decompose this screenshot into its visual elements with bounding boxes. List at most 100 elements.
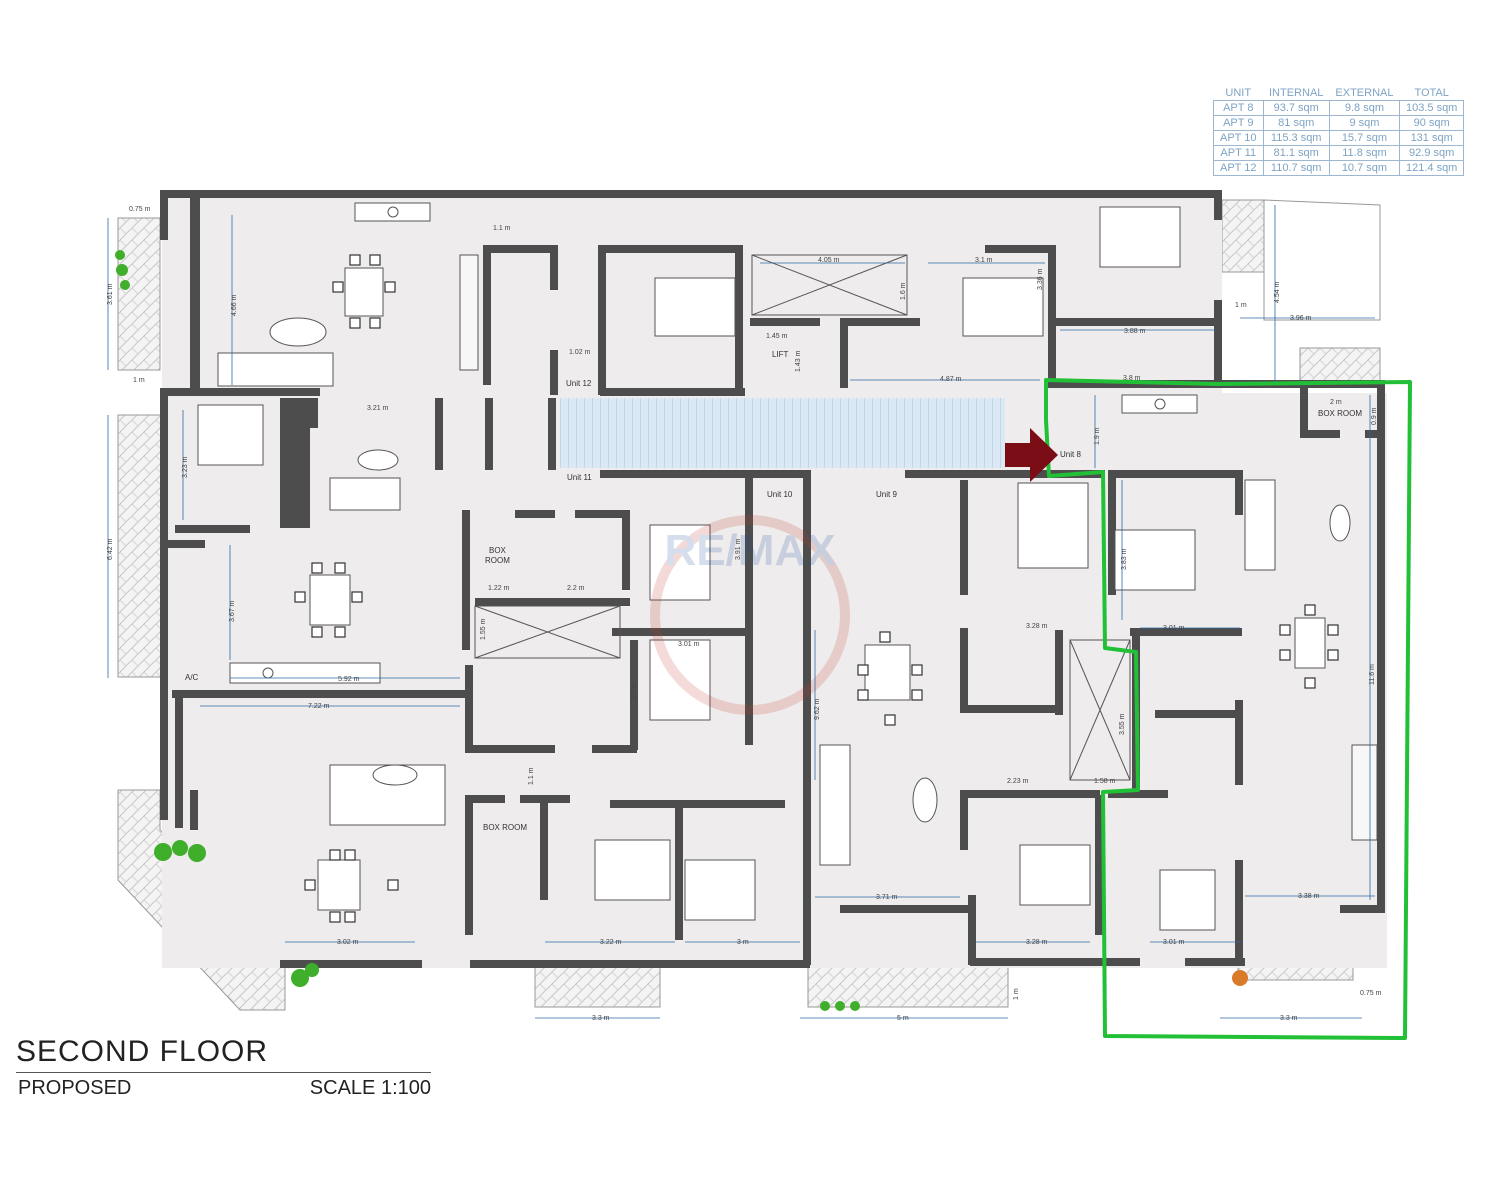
- label-unit-9: Unit 9: [876, 490, 897, 499]
- dim-text: 3.01 m: [678, 641, 700, 648]
- label-lift: LIFT: [772, 350, 789, 359]
- dim-text: 1.9 m: [1094, 427, 1101, 445]
- col-total: TOTAL: [1414, 87, 1449, 99]
- lift-shafts: [474, 254, 1131, 781]
- cell: APT 8: [1213, 100, 1264, 116]
- cell: 110.7 sqm: [1262, 160, 1330, 176]
- dim-text: 1.1 m: [528, 767, 535, 785]
- watermark: RE/MAX: [650, 515, 850, 715]
- dim-text: 9.62 m: [814, 698, 821, 720]
- label-ac: A/C: [185, 673, 199, 682]
- dim-text: 3.8 m: [1123, 375, 1141, 382]
- dim-text: 4.87 m: [940, 376, 962, 383]
- label-box-room-unit11-b: ROOM: [485, 556, 510, 565]
- entry-arrow: [1005, 428, 1058, 482]
- drawing-scale: SCALE 1:100: [309, 1077, 431, 1099]
- label-box-room-unit11-a: BOX: [489, 546, 507, 555]
- dim-text: 1.45 m: [766, 333, 788, 340]
- dim-text: 1.22 m: [488, 585, 510, 592]
- dim-text: 0.75 m: [1360, 990, 1382, 997]
- col-unit: UNIT: [1225, 87, 1252, 99]
- dim-text: 4.54 m: [1274, 281, 1281, 303]
- dim-text: 0.75 m: [129, 206, 151, 213]
- dim-text: 1 m: [133, 377, 145, 384]
- furniture: [197, 202, 1378, 931]
- dim-text: 3.38 m: [1298, 893, 1320, 900]
- dimension-text: 0.75 m 1 m 1.1 m 4.05 m 3.1 m 1 m 3.96 m…: [107, 206, 1382, 1022]
- watermark-text: RE/MAX: [664, 526, 835, 575]
- cell: 10.7 sqm: [1328, 160, 1400, 176]
- dim-text: 3.3 m: [592, 1015, 610, 1022]
- dim-text: 3.1 m: [975, 257, 993, 264]
- dim-text: 3.3 m: [1280, 1015, 1298, 1022]
- dim-text: 1.58 m: [1094, 778, 1116, 785]
- col-external: EXTERNAL: [1335, 87, 1394, 99]
- area-table-header: UNIT INTERNAL EXTERNAL TOTAL: [1214, 86, 1464, 101]
- dim-text: 4.05 m: [818, 257, 840, 264]
- dim-text: 3.02 m: [337, 939, 359, 946]
- dim-text: 1 m: [1235, 302, 1247, 309]
- label-unit-12: Unit 12: [566, 379, 592, 388]
- dim-text: 5 m: [897, 1015, 909, 1022]
- drawing-title: SECOND FLOOR: [16, 1032, 431, 1073]
- cell: 93.7 sqm: [1262, 100, 1330, 116]
- label-box-room-unit10: BOX ROOM: [483, 823, 527, 832]
- dim-text: 3 m: [737, 939, 749, 946]
- dim-text: 4.66 m: [231, 294, 238, 316]
- dim-text: 0.9 m: [1371, 407, 1378, 425]
- dim-text: 3.01 m: [1163, 625, 1185, 632]
- dining-chairs: [294, 254, 1339, 923]
- label-box-room-unit8: BOX ROOM: [1318, 409, 1362, 418]
- dim-text: 1.55 m: [480, 618, 487, 640]
- dim-text: 1.6 m: [900, 282, 907, 300]
- label-unit-10: Unit 10: [767, 490, 793, 499]
- title-block: SECOND FLOOR PROPOSED SCALE 1:100: [16, 1032, 431, 1101]
- dim-text: 3.55 m: [1119, 713, 1126, 735]
- dim-text: 3.61 m: [107, 283, 114, 305]
- label-unit-11: Unit 11: [567, 473, 592, 482]
- drawing-subtitle-row: PROPOSED SCALE 1:100: [16, 1073, 431, 1101]
- dim-text: 1.02 m: [569, 349, 591, 356]
- dim-text: 2.7 m: [631, 682, 638, 700]
- plants: [115, 250, 1248, 1011]
- unit-8-highlight: [1044, 378, 1412, 1040]
- drawing-status: PROPOSED: [18, 1077, 132, 1099]
- dim-text: 5.92 m: [338, 676, 360, 683]
- dimension-lines: [107, 205, 1375, 1019]
- walls: [160, 190, 1385, 968]
- dim-text: 3.21 m: [367, 405, 389, 412]
- dim-text: 3.23 m: [182, 456, 189, 478]
- cell: 121.4 sqm: [1398, 160, 1465, 176]
- dim-text: 6.42 m: [107, 538, 114, 560]
- dim-text: 3.67 m: [229, 600, 236, 622]
- dim-text: 1.43 m: [795, 350, 802, 372]
- dim-text: 3.01 m: [1163, 939, 1185, 946]
- dim-text: 3.91 m: [735, 538, 742, 560]
- dim-text: 3.83 m: [1121, 548, 1128, 570]
- cell: 9 sqm: [1328, 115, 1400, 131]
- dim-text: 3.96 m: [1290, 315, 1312, 322]
- cell: 81 sqm: [1262, 115, 1330, 131]
- dim-text: 3.88 m: [1124, 328, 1146, 335]
- label-unit-8: Unit 8: [1060, 450, 1081, 459]
- dim-text: 2.2 m: [567, 585, 585, 592]
- dim-text: 1.1 m: [493, 225, 511, 232]
- dim-text: 11.6 m: [1369, 664, 1376, 685]
- dim-text: 2.23 m: [1007, 778, 1029, 785]
- unit-labels: Unit 8 Unit 9 Unit 10 Unit 11 Unit 12 LI…: [185, 350, 1362, 832]
- dim-text: 7.22 m: [308, 703, 330, 710]
- cell: 92.9 sqm: [1398, 145, 1465, 161]
- col-internal: INTERNAL: [1269, 87, 1324, 99]
- dim-text: 3.36 m: [1037, 268, 1044, 290]
- dim-text: 3.28 m: [1026, 623, 1048, 630]
- dim-text: 3.71 m: [876, 894, 898, 901]
- dim-text: 3.28 m: [1026, 939, 1048, 946]
- dim-text: 2 m: [1330, 399, 1342, 406]
- dim-text: 1 m: [1013, 988, 1020, 1000]
- dim-text: 3.22 m: [600, 939, 622, 946]
